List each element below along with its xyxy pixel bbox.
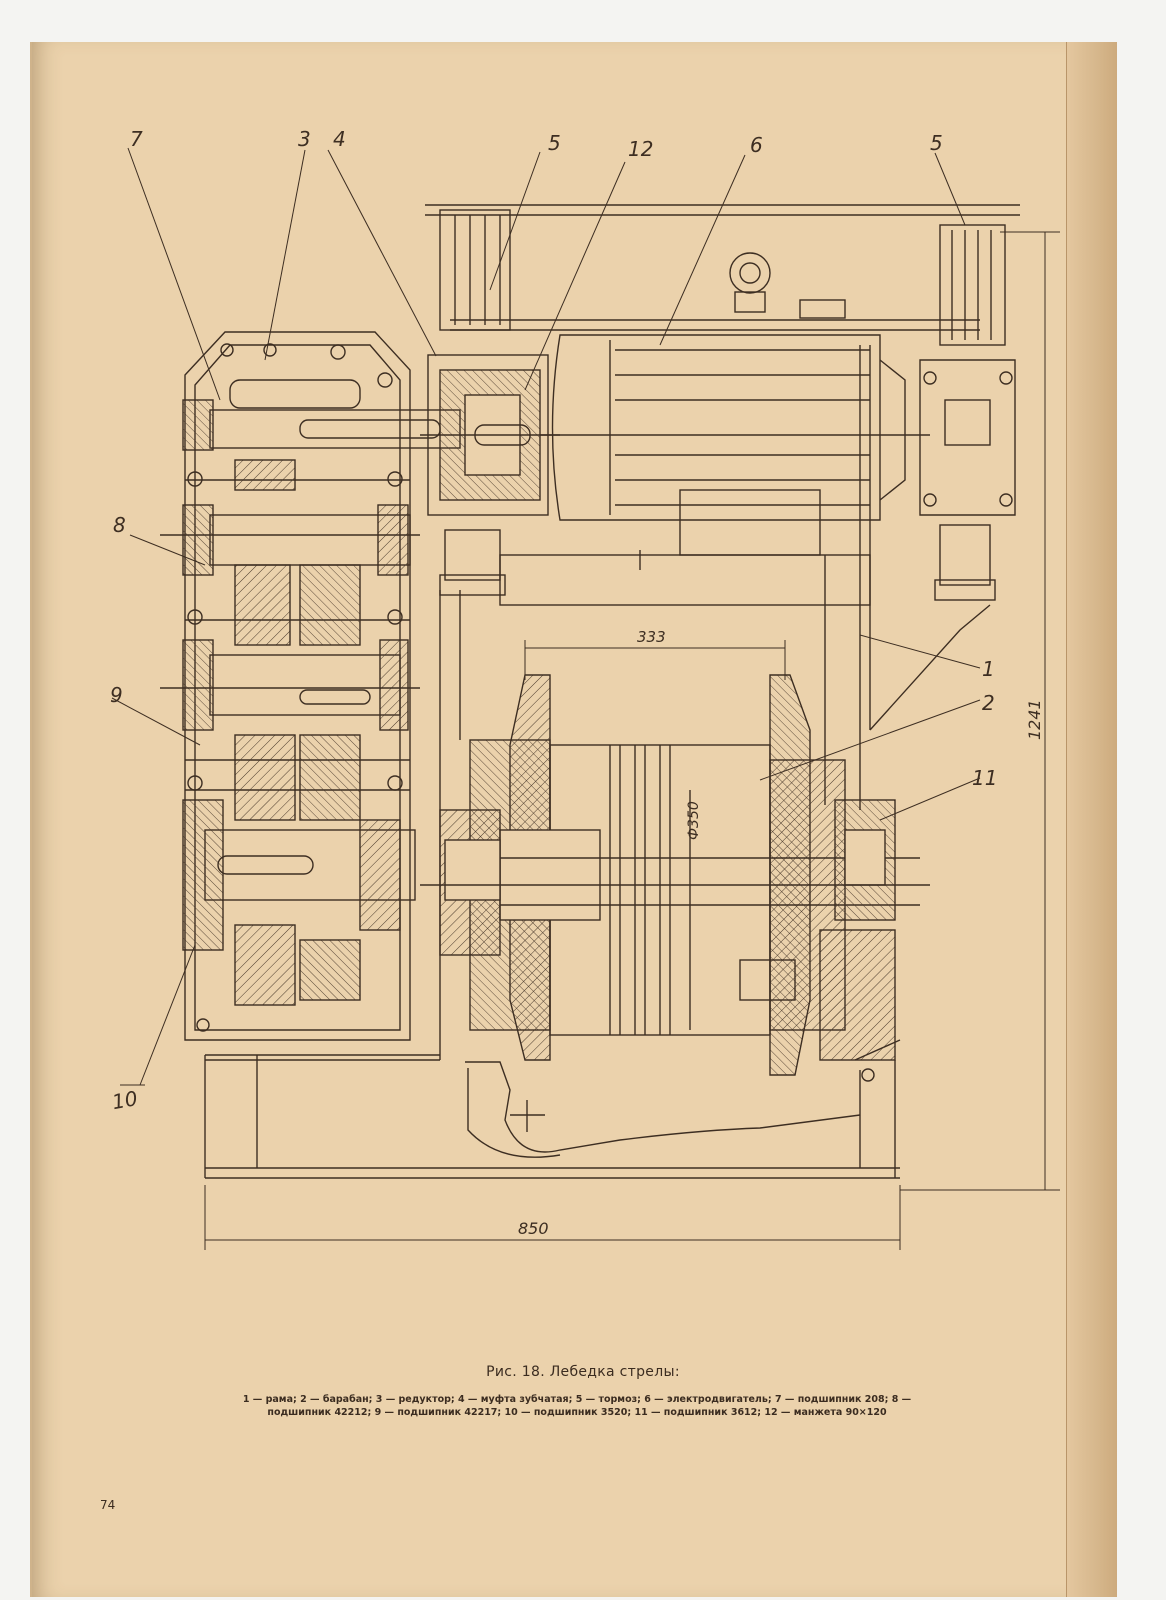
figure-caption-legend: 1 — рама; 2 — барабан; 3 — редуктор; 4 —…	[242, 1394, 912, 1418]
callout-1: 1	[982, 657, 995, 681]
callout-2: 2	[982, 691, 995, 715]
callout-12: 12	[628, 137, 653, 161]
brake-right	[919, 224, 1016, 601]
electric-motor	[499, 252, 930, 606]
gear-coupling	[420, 354, 560, 516]
callout-5-right: 5	[930, 131, 943, 155]
callout-10: 10	[110, 1086, 139, 1114]
callout-8: 8	[113, 513, 126, 537]
dimension-labels: 333 Ф350 1241 850	[518, 628, 1044, 1238]
callout-9: 9	[110, 683, 123, 707]
callout-3: 3	[298, 127, 311, 151]
dimension-width: 850	[518, 1219, 549, 1238]
page-number: 74	[100, 1498, 116, 1512]
dimension-height: 1241	[1025, 699, 1044, 740]
callout-4: 4	[333, 127, 346, 151]
drum	[420, 674, 930, 1082]
callout-6: 6	[750, 133, 763, 157]
gearbox	[160, 331, 461, 1041]
frame-uprights	[439, 345, 991, 1060]
leader-lines	[111, 147, 981, 1086]
callout-11: 11	[972, 766, 997, 790]
dimension-drum-diameter: Ф350	[686, 801, 702, 840]
dimension-lines	[204, 231, 1060, 1250]
callout-7: 7	[130, 127, 143, 151]
callout-5-left: 5	[548, 131, 561, 155]
page-gutter	[1066, 42, 1117, 1597]
dimension-drum-length: 333	[637, 628, 666, 646]
figure-caption-title: Рис. 18. Лебедка стрелы:	[486, 1364, 680, 1380]
brake-left	[425, 204, 1020, 596]
frame-base	[204, 1039, 901, 1179]
callout-labels: 7 3 4 5 12 6 5 8 9 10 1 2 11	[110, 127, 997, 1114]
